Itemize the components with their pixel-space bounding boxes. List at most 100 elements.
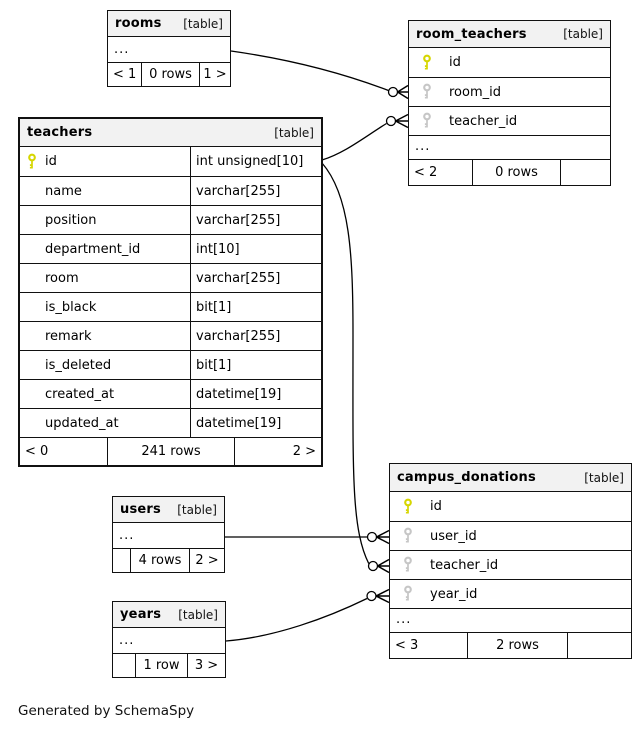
table-header: rooms [table] (108, 11, 230, 37)
table-room-teachers: room_teachers [table] id room_id teacher… (408, 20, 611, 186)
primary-key-icon (403, 498, 413, 515)
parent-count: < 3 (395, 638, 419, 653)
column-row: is_black bit[1] (20, 292, 321, 321)
collapsed-columns-row: ... (409, 135, 610, 159)
column-row: room_id (409, 77, 610, 106)
column-row: updated_at datetime[19] (20, 408, 321, 437)
column-name: name (45, 183, 82, 199)
column-type: datetime[19] (190, 380, 321, 408)
column-name: user_id (430, 528, 477, 544)
child-count: 3 > (187, 654, 225, 677)
column-name: teacher_id (430, 557, 499, 573)
column-name: is_black (45, 299, 97, 315)
table-years: years [table] ... 1 row 3 > (112, 601, 226, 678)
edge-rooms-to-room-teachers (230, 50, 409, 100)
column-name: remark (45, 328, 92, 344)
crow-foot-icon (395, 113, 409, 129)
table-name[interactable]: room_teachers (416, 26, 527, 42)
collapsed-columns-row: ... (114, 42, 130, 57)
collapsed-columns-row: ... (390, 608, 631, 632)
column-name: teacher_id (449, 113, 518, 129)
collapsed-columns-row: ... (119, 528, 135, 543)
foreign-key-icon (403, 556, 413, 574)
table-teachers: teachers [table] id int unsigned[10] nam… (18, 117, 323, 467)
column-type: bit[1] (190, 293, 321, 321)
cardinality-circle (366, 590, 377, 602)
row-count: 1 row (135, 654, 187, 677)
generated-by-caption: Generated by SchemaSpy (18, 703, 195, 719)
column-row: id (409, 48, 610, 77)
table-users: users [table] ... 4 rows 2 > (112, 496, 225, 573)
crow-foot-icon (397, 84, 409, 100)
cardinality-circle (366, 531, 378, 543)
collapsed-columns-row: ... (119, 633, 135, 648)
column-name: updated_at (45, 415, 119, 431)
column-name: id (45, 154, 57, 169)
table-footer: 4 rows 2 > (113, 548, 224, 572)
table-name[interactable]: campus_donations (397, 470, 536, 485)
child-count (567, 633, 631, 658)
table-tag: [table] (274, 125, 314, 140)
column-type: int[10] (190, 235, 321, 263)
table-name[interactable]: users (120, 502, 161, 517)
foreign-key-icon (403, 585, 413, 603)
column-row: room varchar[255] (20, 263, 321, 292)
column-type: varchar[255] (190, 322, 321, 350)
table-tag: [table] (563, 27, 603, 41)
column-type: varchar[255] (190, 264, 321, 292)
cardinality-circle (367, 560, 379, 572)
table-tag: [table] (177, 502, 217, 517)
table-footer: < 0 241 rows 2 > (20, 437, 321, 465)
table-campus-donations: campus_donations [table] id user_id teac… (389, 463, 632, 659)
edge-teachers-to-campus-donations (321, 162, 390, 574)
edge-teachers-to-room-teachers (321, 113, 409, 161)
column-name: department_id (45, 241, 141, 257)
child-count: 1 > (199, 63, 230, 86)
column-row: department_id int[10] (20, 234, 321, 263)
column-row: name varchar[255] (20, 176, 321, 205)
parent-count (113, 654, 135, 677)
table-header: room_teachers [table] (409, 21, 610, 48)
row-count: 0 rows (472, 160, 560, 185)
cardinality-circle (387, 86, 399, 98)
column-type: datetime[19] (190, 409, 321, 437)
table-footer: < 3 2 rows (390, 632, 631, 658)
table-tag: [table] (183, 16, 223, 31)
crow-foot-icon (375, 588, 390, 604)
child-count (560, 160, 610, 185)
table-footer: < 2 0 rows (409, 159, 610, 185)
table-name[interactable]: years (120, 607, 162, 622)
row-count: 2 rows (467, 633, 567, 658)
row-count: 0 rows (141, 63, 199, 86)
column-row: remark varchar[255] (20, 321, 321, 350)
parent-count: < 0 (25, 444, 49, 459)
column-row: created_at datetime[19] (20, 379, 321, 408)
edge-users-to-campus-donations (225, 529, 390, 545)
column-name: id (449, 55, 461, 70)
table-header: users [table] (113, 497, 224, 523)
parent-count: < 1 (113, 67, 137, 82)
column-row: id int unsigned[10] (20, 147, 321, 176)
table-name[interactable]: rooms (115, 16, 162, 31)
column-name: created_at (45, 386, 115, 402)
table-header: campus_donations [table] (390, 464, 631, 492)
table-tag: [table] (584, 470, 624, 485)
column-name: position (45, 212, 97, 228)
column-type: bit[1] (190, 351, 321, 379)
primary-key-icon (422, 54, 432, 71)
column-row: teacher_id (390, 550, 631, 579)
column-type: int unsigned[10] (190, 147, 321, 176)
edge-years-to-campus-donations (225, 588, 390, 642)
table-footer: < 1 0 rows 1 > (108, 62, 230, 86)
table-name[interactable]: teachers (27, 125, 93, 140)
column-name: is_deleted (45, 357, 112, 373)
column-name: room (45, 270, 79, 286)
crow-foot-icon (377, 558, 390, 574)
column-name: year_id (430, 586, 478, 602)
child-count: 2 > (234, 438, 321, 465)
row-count: 4 rows (130, 549, 189, 572)
table-footer: 1 row 3 > (113, 653, 225, 677)
foreign-key-icon (422, 112, 432, 130)
